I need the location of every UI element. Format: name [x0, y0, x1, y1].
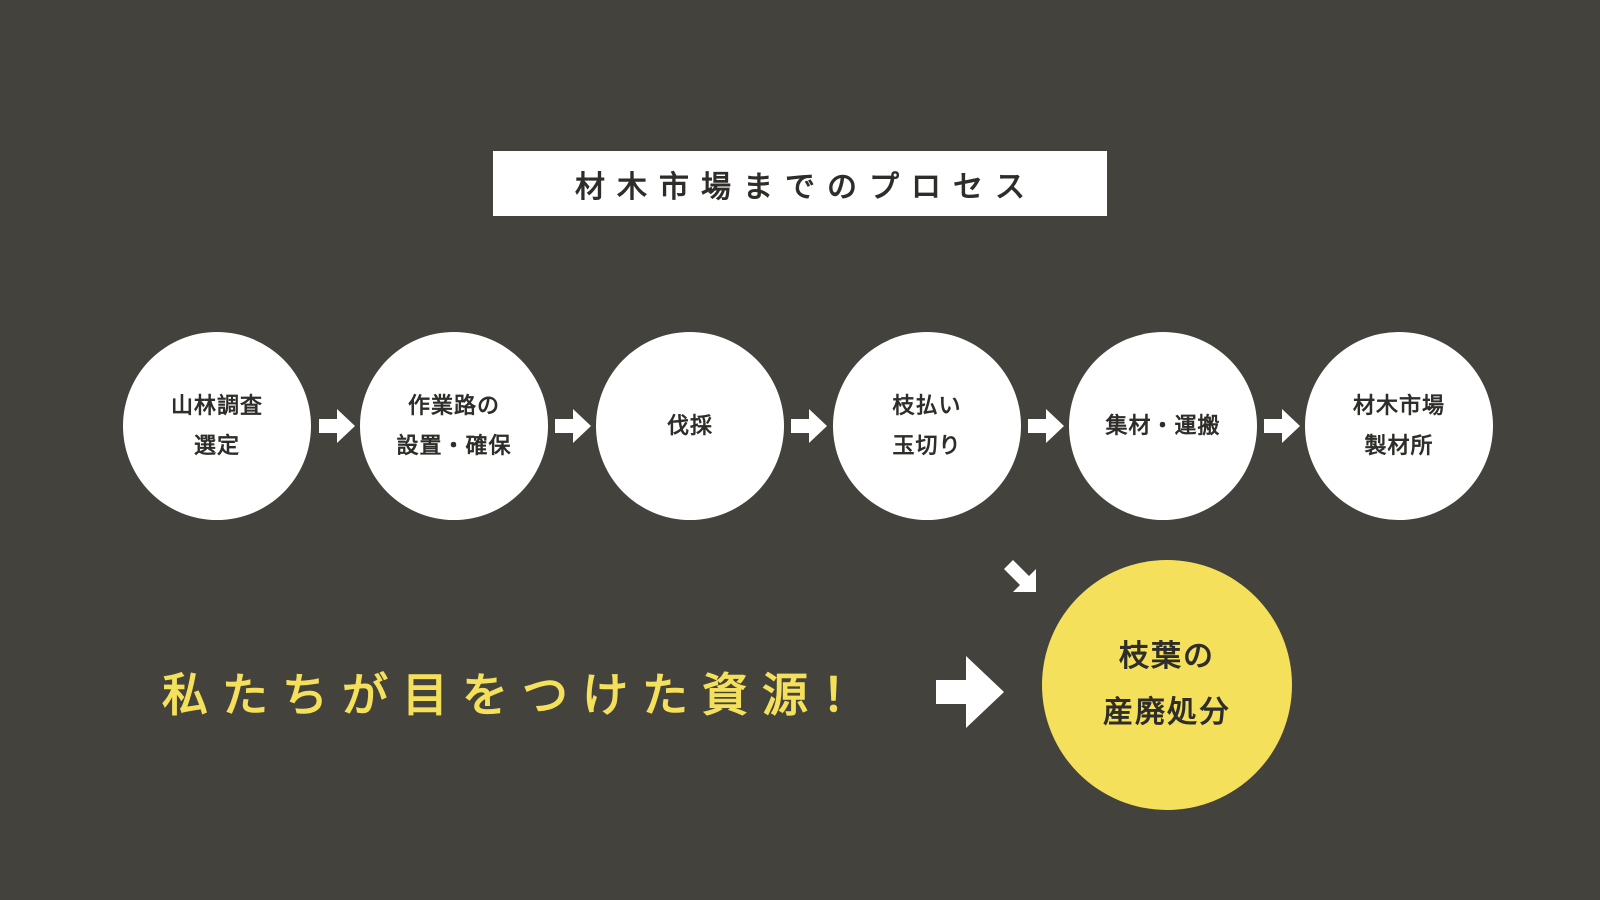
step-3-line-1: 伐採 — [666, 413, 713, 439]
step-circle-4: 枝払い 玉切り — [833, 332, 1021, 520]
highlight-line-1: 枝葉の — [1119, 639, 1215, 674]
tagline: 私たちが目をつけた資源！ — [162, 668, 882, 722]
arrow-right-icon — [319, 409, 355, 443]
step-circle-3: 伐採 — [596, 332, 784, 520]
arrow-right-icon — [555, 409, 591, 443]
arrow-right-icon — [1028, 409, 1064, 443]
arrow-down-right-icon — [1004, 560, 1036, 592]
step-1-line-2: 選定 — [193, 433, 240, 459]
big-arrow-right-icon — [936, 656, 1004, 728]
step-2-line-1: 作業路の — [407, 393, 500, 419]
highlight-line-2: 産廃処分 — [1103, 695, 1231, 730]
step-circle-5: 集材・運搬 — [1069, 332, 1257, 520]
arrow-right-icon — [1264, 409, 1300, 443]
step-4-line-2: 玉切り — [892, 433, 962, 459]
step-6-line-2: 製材所 — [1364, 433, 1434, 459]
step-1-line-1: 山林調査 — [170, 393, 263, 419]
highlight-circle: 枝葉の 産廃処分 — [1042, 560, 1292, 810]
title-box: 材木市場までのプロセス — [493, 151, 1107, 216]
step-circle-1: 山林調査 選定 — [123, 332, 311, 520]
step-4-line-1: 枝払い — [892, 393, 962, 419]
step-circle-6: 材木市場 製材所 — [1305, 332, 1493, 520]
step-6-line-1: 材木市場 — [1352, 393, 1445, 419]
arrow-right-icon — [791, 409, 827, 443]
step-circle-2: 作業路の 設置・確保 — [360, 332, 548, 520]
diagram-title: 材木市場までのプロセス — [575, 169, 1037, 205]
step-2-line-2: 設置・確保 — [396, 433, 512, 459]
step-5-line-1: 集材・運搬 — [1105, 413, 1221, 439]
